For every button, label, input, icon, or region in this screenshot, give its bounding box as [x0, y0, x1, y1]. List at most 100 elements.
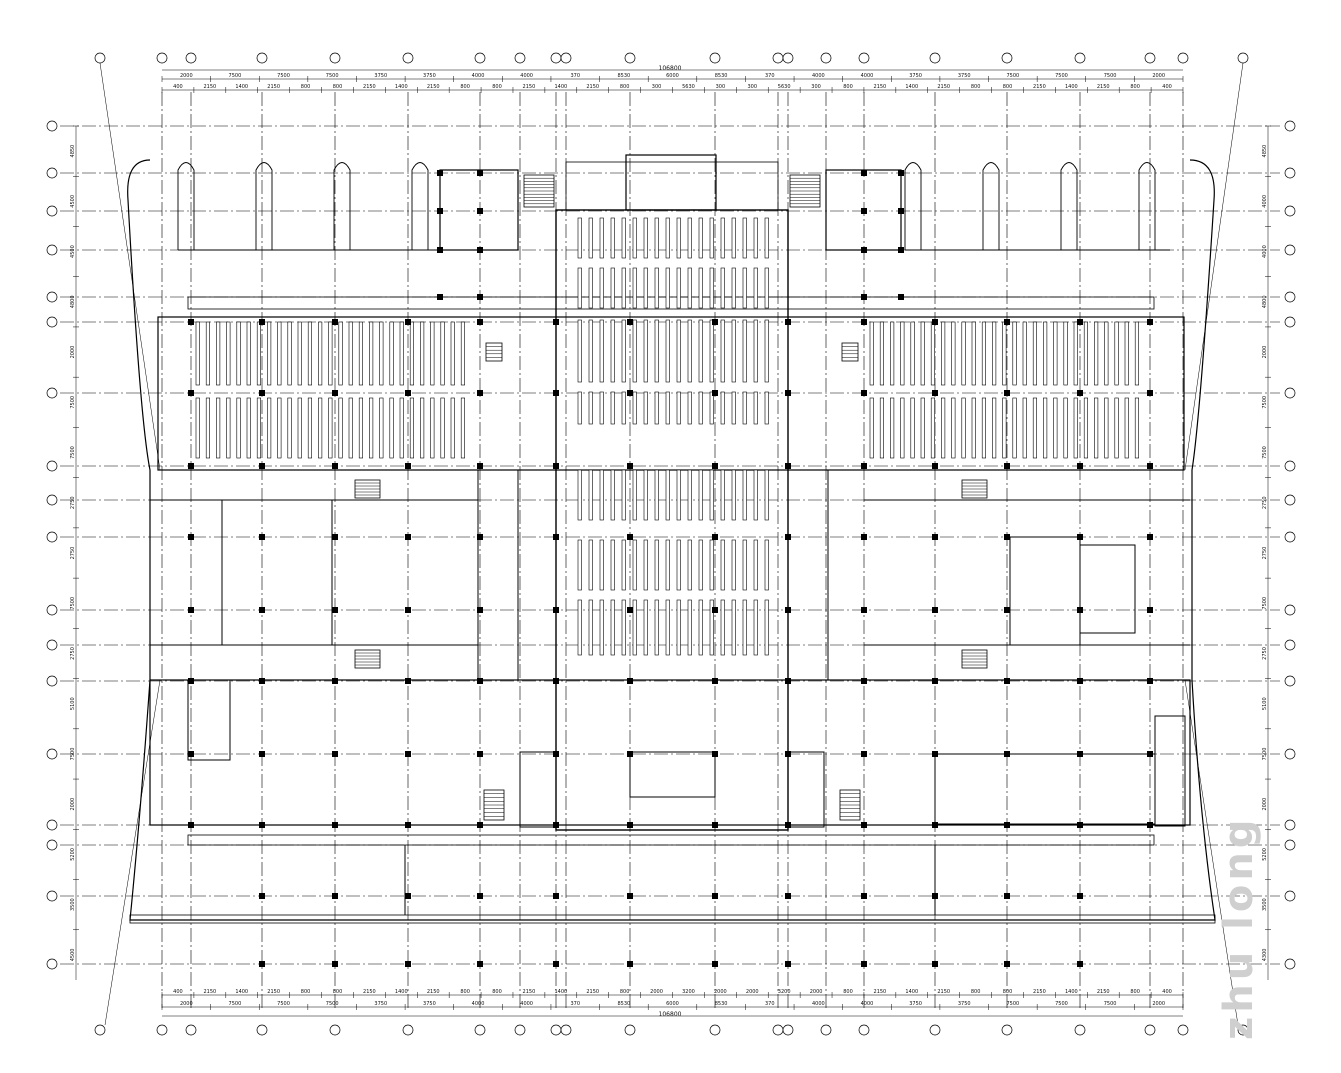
column	[785, 678, 791, 684]
arched-bay	[333, 162, 351, 250]
column	[1004, 534, 1010, 540]
desk-row	[621, 319, 626, 383]
desk-row	[665, 469, 670, 521]
axis-bubble	[329, 52, 341, 64]
column	[553, 319, 559, 325]
axis-bubble	[1284, 890, 1296, 902]
column	[553, 390, 559, 396]
axis-bubble	[46, 167, 58, 179]
total-dimension-top: 106800	[659, 65, 682, 72]
column	[188, 390, 194, 396]
column	[898, 247, 904, 253]
desk-row	[1104, 397, 1109, 459]
column	[861, 170, 867, 176]
desk-row	[195, 321, 200, 386]
arched-bay	[1138, 162, 1156, 250]
desk-row	[742, 319, 747, 383]
desk-row	[577, 391, 582, 425]
desk-row	[687, 539, 692, 591]
desk-row	[236, 397, 241, 459]
desk-row	[1124, 321, 1129, 386]
desk-row	[621, 599, 626, 656]
dimension-label-top: 8530	[618, 73, 631, 79]
desk-row	[588, 391, 593, 425]
desk-row	[764, 267, 769, 309]
column	[259, 893, 265, 899]
desk-row	[731, 599, 736, 656]
desk-row	[643, 599, 648, 656]
axis-bubble	[624, 52, 636, 64]
desk-row	[287, 321, 292, 386]
column	[188, 607, 194, 613]
dimension-label-bottom-detail: 2150	[203, 989, 216, 995]
fan-line	[99, 62, 161, 471]
desk-row	[742, 539, 747, 591]
axis-bubble	[1284, 494, 1296, 506]
column	[1147, 463, 1153, 469]
dimension-label-bottom: 370	[570, 1001, 580, 1007]
desk-row	[665, 599, 670, 656]
dimension-label-bottom-detail: 2150	[586, 989, 599, 995]
dimension-label-top-detail: 300	[652, 84, 662, 90]
dimension-label-bottom: 4000	[472, 1001, 485, 1007]
axis-bubble	[46, 890, 58, 902]
axis-bubble	[46, 205, 58, 217]
dimension-label-bottom-detail: 1400	[395, 989, 408, 995]
desk-row	[676, 319, 681, 383]
column	[332, 893, 338, 899]
desk-row	[348, 321, 353, 386]
column	[188, 463, 194, 469]
desk-row	[654, 217, 659, 259]
dimension-label-top-detail: 800	[620, 84, 630, 90]
column	[405, 678, 411, 684]
column	[1077, 961, 1083, 967]
dimension-label-right: 3500	[1262, 898, 1268, 911]
desk-row	[577, 319, 582, 383]
desk-row	[720, 599, 725, 656]
toilets-right	[787, 751, 825, 828]
dimension-label-left: 2750	[70, 647, 76, 660]
desk-row	[1104, 321, 1109, 386]
dimension-label-right: 2750	[1262, 547, 1268, 560]
axis-bubble	[46, 316, 58, 328]
column	[188, 319, 194, 325]
axis-bubble	[560, 1024, 572, 1036]
column	[1077, 751, 1083, 757]
column	[477, 893, 483, 899]
axis-bubble	[46, 120, 58, 132]
desk-row	[764, 217, 769, 259]
dimension-label-top: 4000	[812, 73, 825, 79]
desk-row	[764, 599, 769, 656]
column	[861, 961, 867, 967]
desk-row	[307, 397, 313, 459]
desk-row	[764, 319, 769, 383]
column	[861, 294, 867, 300]
column	[437, 294, 443, 300]
axis-bubble	[782, 1024, 794, 1036]
dimension-label-bottom-detail: 2000	[650, 989, 663, 995]
column	[553, 463, 559, 469]
open-area-right	[1009, 536, 1081, 646]
dimension-label-top: 2000	[180, 73, 193, 79]
column	[861, 208, 867, 214]
axis-bubble	[1144, 52, 1156, 64]
dimension-label-left: 5100	[70, 697, 76, 710]
core-left	[477, 469, 519, 681]
column	[932, 390, 938, 396]
desk-row	[930, 321, 936, 386]
desk-row	[753, 539, 758, 591]
dimension-label-top: 3750	[423, 73, 436, 79]
desk-row	[890, 321, 895, 386]
column	[405, 893, 411, 899]
desk-row	[610, 267, 615, 309]
desk-row	[676, 267, 681, 309]
dimension-label-top: 7500	[1104, 73, 1117, 79]
desk-row	[961, 397, 966, 459]
column	[437, 247, 443, 253]
axis-bubble	[1284, 839, 1296, 851]
axis-bubble	[858, 52, 870, 64]
desk-row	[430, 397, 435, 459]
desk-row	[709, 599, 714, 656]
dimension-label-right: 2750	[1262, 496, 1268, 509]
column	[1077, 319, 1083, 325]
